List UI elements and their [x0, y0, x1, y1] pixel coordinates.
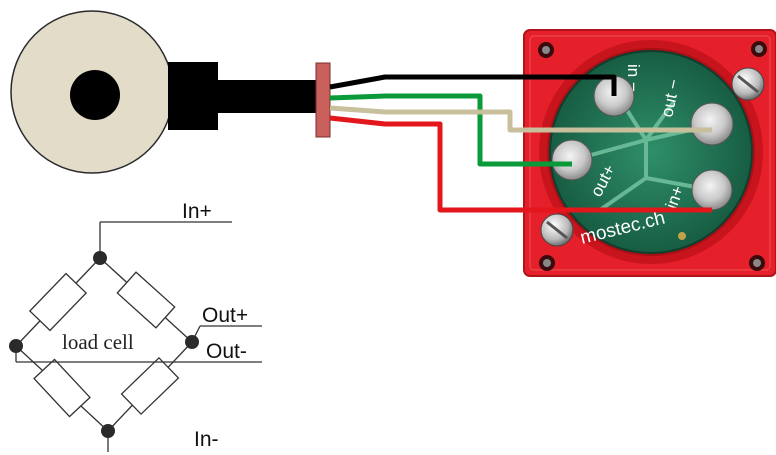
label-in-plus: In+ — [182, 200, 212, 223]
bridge-schematic — [15, 221, 262, 452]
node-bottom — [101, 424, 115, 438]
label-in-minus: In- — [194, 428, 219, 451]
node-top — [93, 251, 107, 265]
resistor-bottom-right — [120, 356, 180, 416]
green-wire — [329, 93, 572, 167]
resistor-top-left — [28, 272, 88, 332]
corner-screw-hole-top-left — [538, 42, 554, 58]
label-out-plus: Out+ — [202, 304, 248, 327]
label-out-minus: Out- — [206, 340, 247, 363]
cable-sleeve — [315, 62, 331, 138]
label-load-cell: load cell — [62, 330, 134, 354]
tan-wire — [329, 105, 712, 133]
red-wire — [329, 115, 712, 213]
screw-bottom-left — [540, 213, 574, 247]
load-cell-disc — [10, 10, 174, 174]
pad-out-plus — [551, 139, 593, 181]
resistor-bottom-left — [33, 358, 91, 418]
black-wire — [329, 74, 617, 96]
corner-screw-hole-top-right — [751, 41, 767, 57]
screw-top-right — [731, 67, 765, 101]
corner-screw-hole-bottom-right — [749, 255, 765, 271]
node-left — [9, 339, 23, 353]
wires — [329, 74, 712, 213]
pad-out-minus — [690, 102, 734, 146]
pad-in-plus — [691, 169, 733, 211]
pad-label-in-minus: in − — [624, 64, 643, 92]
small-hole — [678, 232, 686, 240]
corner-screw-hole-bottom-left — [539, 255, 555, 271]
bridge-nodes — [9, 251, 199, 438]
resistor-top-right — [116, 271, 176, 329]
node-right — [185, 335, 199, 349]
cable — [168, 62, 331, 138]
sensor-pcb: in − out − out+ in+ mostec.ch — [540, 50, 765, 254]
center-hole — [70, 70, 120, 120]
